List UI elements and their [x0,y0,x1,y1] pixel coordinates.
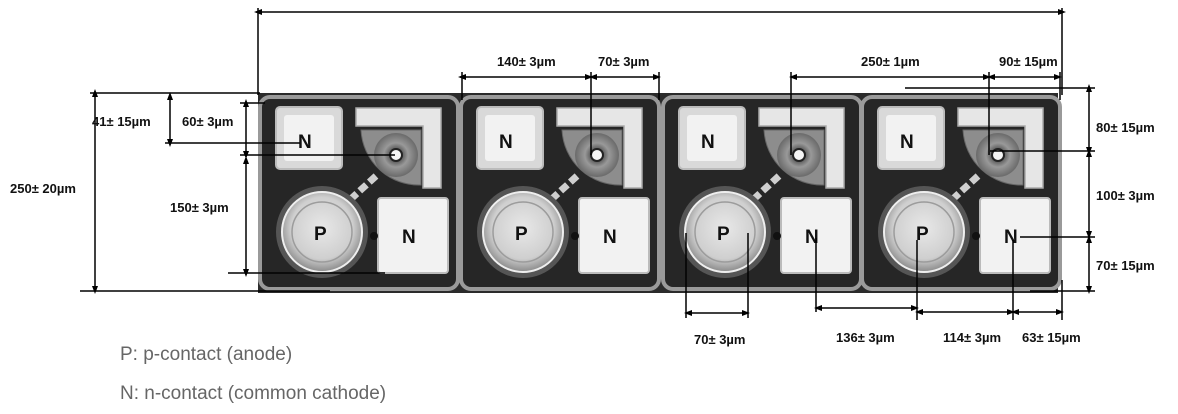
dim-n-pad-height: 60± 3µm [182,114,234,129]
dim-bottom-1: 70± 3µm [694,332,746,347]
dim-bottom-3: 114± 3µm [943,330,1001,345]
n-label: N [499,132,513,153]
dim-top-pitch-1: 140± 3µm [497,54,556,69]
n-pad-large [578,197,650,274]
legend-p-contact: P: p-contact (anode) [120,344,293,365]
p-pad-inner-ring [492,201,554,263]
p-pad [482,191,564,273]
l-trace [355,107,442,189]
led-center [590,148,604,162]
n-label: N [298,132,312,153]
l-trace [556,107,643,189]
probe-dot [370,232,378,240]
p-pad-inner-ring [694,201,756,263]
dim-bottom-2: 136± 3µm [836,330,895,345]
n-label: N [402,227,416,248]
dim-right-3: 70± 15µm [1096,258,1155,273]
p-pad [281,191,363,273]
dim-vertical-pitch: 150± 3µm [170,200,229,215]
probe-dot [972,232,980,240]
p-label: P [515,224,528,245]
n-pad-large [979,197,1051,274]
led-center [792,148,806,162]
dim-top-pitch-3: 250± 1µm [861,54,920,69]
n-label: N [603,227,617,248]
dim-right-2: 100± 3µm [1096,188,1155,203]
dim-right-1: 80± 15µm [1096,120,1155,135]
dimension-lines [80,8,1095,320]
probe-dot [571,232,579,240]
l-trace [758,107,845,189]
n-pad-large [377,197,449,274]
led-pixel: N P N [860,95,1062,291]
n-pad-small-inner [485,115,535,161]
l-trace [957,107,1044,189]
p-label: P [314,224,327,245]
legend-n-contact: N: n-contact (common cathode) [120,383,387,404]
dim-n-pad-offset: 41± 15µm [92,114,151,129]
dim-top-pitch-4: 90± 15µm [999,54,1058,69]
led-center [991,148,1005,162]
n-label: N [900,132,914,153]
p-pad [883,191,965,273]
n-pad-small-inner [886,115,936,161]
p-pad-inner-ring [893,201,955,263]
p-pad [684,191,766,273]
n-label: N [1004,227,1018,248]
p-label: P [717,224,730,245]
dim-top-pitch-2: 70± 3µm [598,54,650,69]
p-pad-inner-ring [291,201,353,263]
n-label: N [701,132,715,153]
dim-bottom-4: 63± 15µm [1022,330,1081,345]
dim-total-height: 250± 20µm [10,181,76,196]
probe-dot [773,232,781,240]
p-label: P [916,224,929,245]
n-pad-small-inner [687,115,737,161]
led-pixel: N P N [459,95,661,291]
n-pad-small-inner [284,115,334,161]
led-pixel: N P N [258,95,460,291]
